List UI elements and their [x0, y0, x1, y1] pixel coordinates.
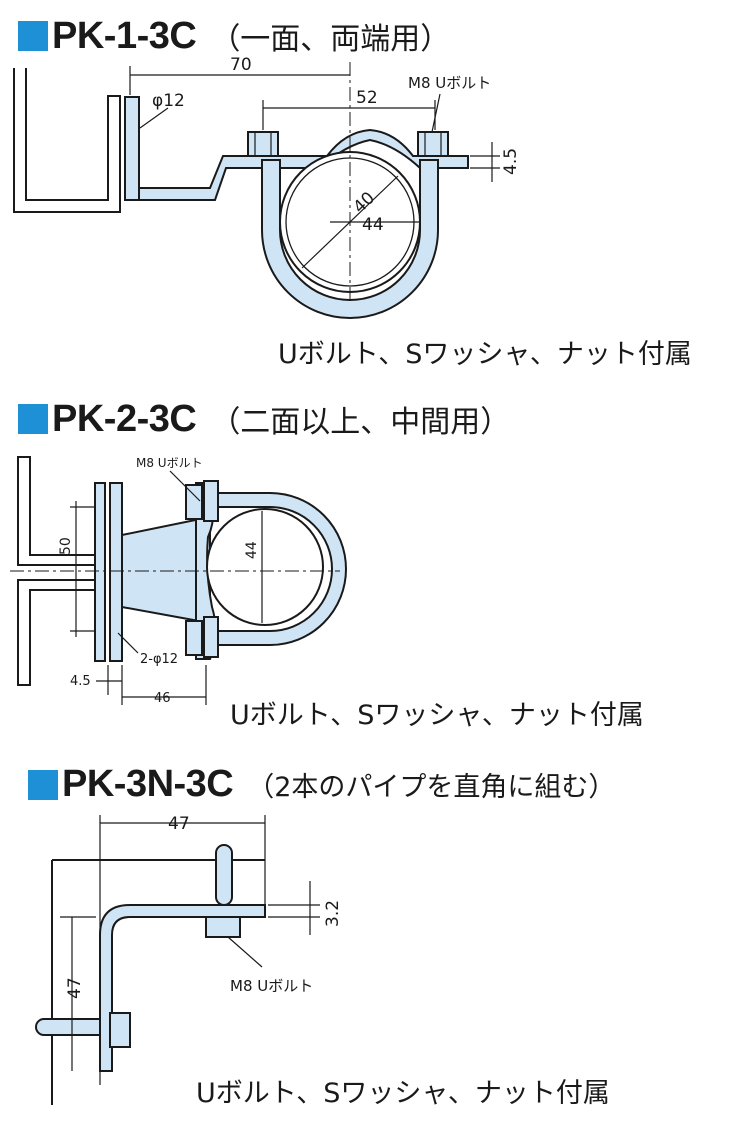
wall-channel-upper — [17, 456, 96, 566]
product-description: （2本のパイプを直角に組む） — [247, 772, 616, 803]
section-pk-2-3c: PK-2-3C （二面以上、中間用） M8 Uボルト 50 44 — [0, 375, 750, 745]
title-marker-square — [28, 769, 58, 800]
dim-label-47-left: 47 — [65, 977, 85, 999]
product-code: PK-2-3C — [52, 397, 197, 440]
base-plate-1 — [94, 482, 106, 662]
nut-right — [417, 131, 449, 157]
label-m8-u-bolt: M8 Uボルト — [136, 456, 203, 470]
label-m8-u-bolt: M8 Uボルト — [408, 74, 491, 92]
dim-label-3-2: 3.2 — [323, 900, 343, 927]
nut-bottom-outer — [203, 616, 219, 658]
wall-channel-lower — [17, 579, 96, 686]
dim-label-50: 50 — [58, 537, 74, 555]
accessories-caption: Uボルト、Sワッシャ、ナット付属 — [230, 700, 644, 731]
dim-label-44: 44 — [362, 215, 384, 235]
base-plate-2 — [109, 482, 123, 662]
product-code: PK-1-3C — [52, 14, 197, 57]
nut-bottom — [109, 1012, 131, 1048]
diagram-pk-3n-3c: 47 3.2 47 M8 Uボルト — [35, 814, 343, 1105]
section-pk-3n-3c: PK-3N-3C （2本のパイプを直角に組む） 47 3.2 47 M8 Uボル… — [0, 755, 750, 1127]
product-description: （二面以上、中間用） — [210, 405, 511, 440]
section-title: PK-2-3C （二面以上、中間用） — [18, 397, 510, 441]
section-pk-1-3c: PK-1-3C （一面、両端用） 70 φ12 M8 Uボルト — [0, 0, 750, 370]
dim-label-46: 46 — [154, 691, 171, 706]
accessories-caption: Uボルト、Sワッシャ、ナット付属 — [196, 1078, 610, 1109]
diagram-pk-2-3c: M8 Uボルト 50 44 2-φ12 4.5 46 — [10, 456, 347, 706]
nut-top-outer — [203, 480, 219, 522]
l-bracket — [99, 904, 266, 1072]
section-title: PK-3N-3C （2本のパイプを直角に組む） — [28, 763, 615, 806]
dim-label-44: 44 — [244, 541, 260, 559]
u-bolt — [261, 159, 439, 319]
nut-left — [247, 131, 279, 157]
dim-label-47-top: 47 — [168, 814, 190, 834]
u-bolt — [209, 492, 347, 646]
bracket-vertical-plate — [124, 96, 140, 201]
dim-label-4-5: 4.5 — [501, 148, 521, 175]
nut-top — [205, 916, 241, 938]
nut-bottom — [185, 620, 203, 656]
label-2-phi12: 2-φ12 — [140, 652, 178, 667]
dim-label-52: 52 — [356, 88, 378, 108]
dim-label-70: 70 — [230, 55, 252, 75]
dim-label-4-5: 4.5 — [70, 674, 91, 689]
accessories-caption: Uボルト、Sワッシャ、ナット付属 — [278, 339, 692, 370]
title-marker-square — [18, 21, 48, 51]
section-title: PK-1-3C （一面、両端用） — [18, 14, 450, 58]
label-m8-u-bolt: M8 Uボルト — [230, 977, 313, 995]
pipe-circle — [206, 508, 324, 626]
wall-channel — [13, 68, 121, 213]
nut-top — [185, 484, 203, 520]
bolt-vertical — [215, 844, 233, 906]
product-description: （一面、両端用） — [210, 22, 451, 57]
label-phi12: φ12 — [152, 91, 185, 111]
product-code: PK-3N-3C — [62, 763, 234, 805]
diagram-pk-1-3c: 70 φ12 M8 Uボルト 52 4.5 40 44 — [13, 55, 521, 319]
title-marker-square — [18, 404, 48, 434]
